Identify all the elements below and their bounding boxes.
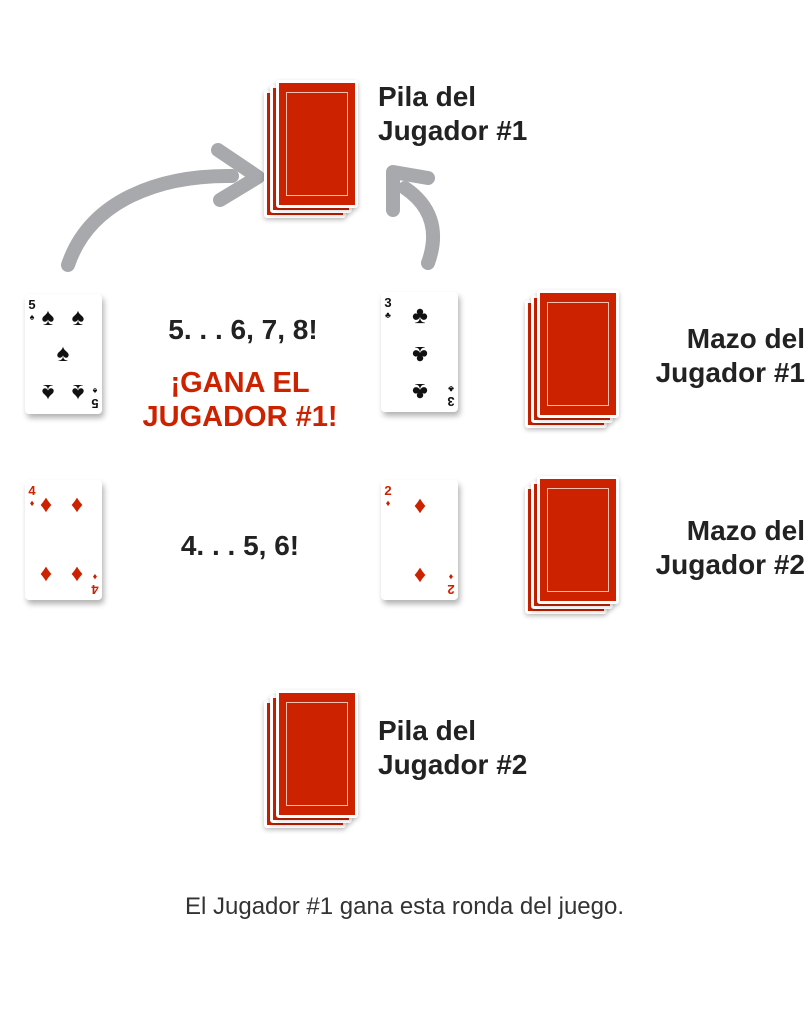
win-line1: ¡GANA EL — [170, 367, 310, 399]
deck2-line1: Mazo del — [686, 515, 805, 546]
pile2-line1: Pila del — [378, 715, 477, 746]
card-five-spades: 5♠ 5♠ ♠ ♠ ♠ ♠ ♠ — [25, 294, 102, 414]
deck1-line1: Mazo del — [686, 323, 805, 354]
deck1-line2: Jugador #1 — [655, 357, 805, 388]
deck1-stack — [525, 290, 619, 428]
deck2-stack — [525, 476, 619, 614]
pile2-label: Pila del Jugador #2 — [378, 714, 527, 782]
row2-count: 4. . . 5, 6! — [180, 530, 300, 561]
right-arrow — [398, 181, 441, 270]
pile1-line2: Jugador #1 — [378, 115, 528, 146]
row1-count: 5. . . 6, 7, 8! — [168, 314, 318, 345]
card-four-diamonds: 4♦ 4♦ ♦ ♦ ♦ ♦ — [25, 480, 102, 600]
card-two-diamonds: 2♦ 2♦ ♦ ♦ — [381, 480, 458, 600]
card-three-clubs: 3♣ 3♣ ♣ ♣ ♣ — [381, 292, 458, 412]
left-arrow — [61, 168, 239, 272]
pile2-line2: Jugador #2 — [378, 749, 528, 780]
arrows — [61, 143, 441, 272]
pile1-stack — [264, 80, 358, 218]
left-arrowhead — [211, 143, 265, 207]
pile1-line1: Pila del — [378, 81, 477, 112]
pile1-label: Pila del Jugador #1 — [378, 80, 527, 148]
win-line2: JUGADOR #1! — [142, 401, 338, 433]
caption: El Jugador #1 gana esta ronda del juego. — [185, 893, 624, 920]
deck1-label: Mazo del Jugador #1 — [656, 322, 805, 390]
winner-announcement: ¡GANA EL JUGADOR #1! — [110, 366, 370, 434]
deck2-line2: Jugador #2 — [655, 549, 805, 580]
deck2-label: Mazo del Jugador #2 — [656, 514, 805, 582]
pile2-stack — [264, 690, 358, 828]
right-arrowhead — [386, 165, 435, 217]
